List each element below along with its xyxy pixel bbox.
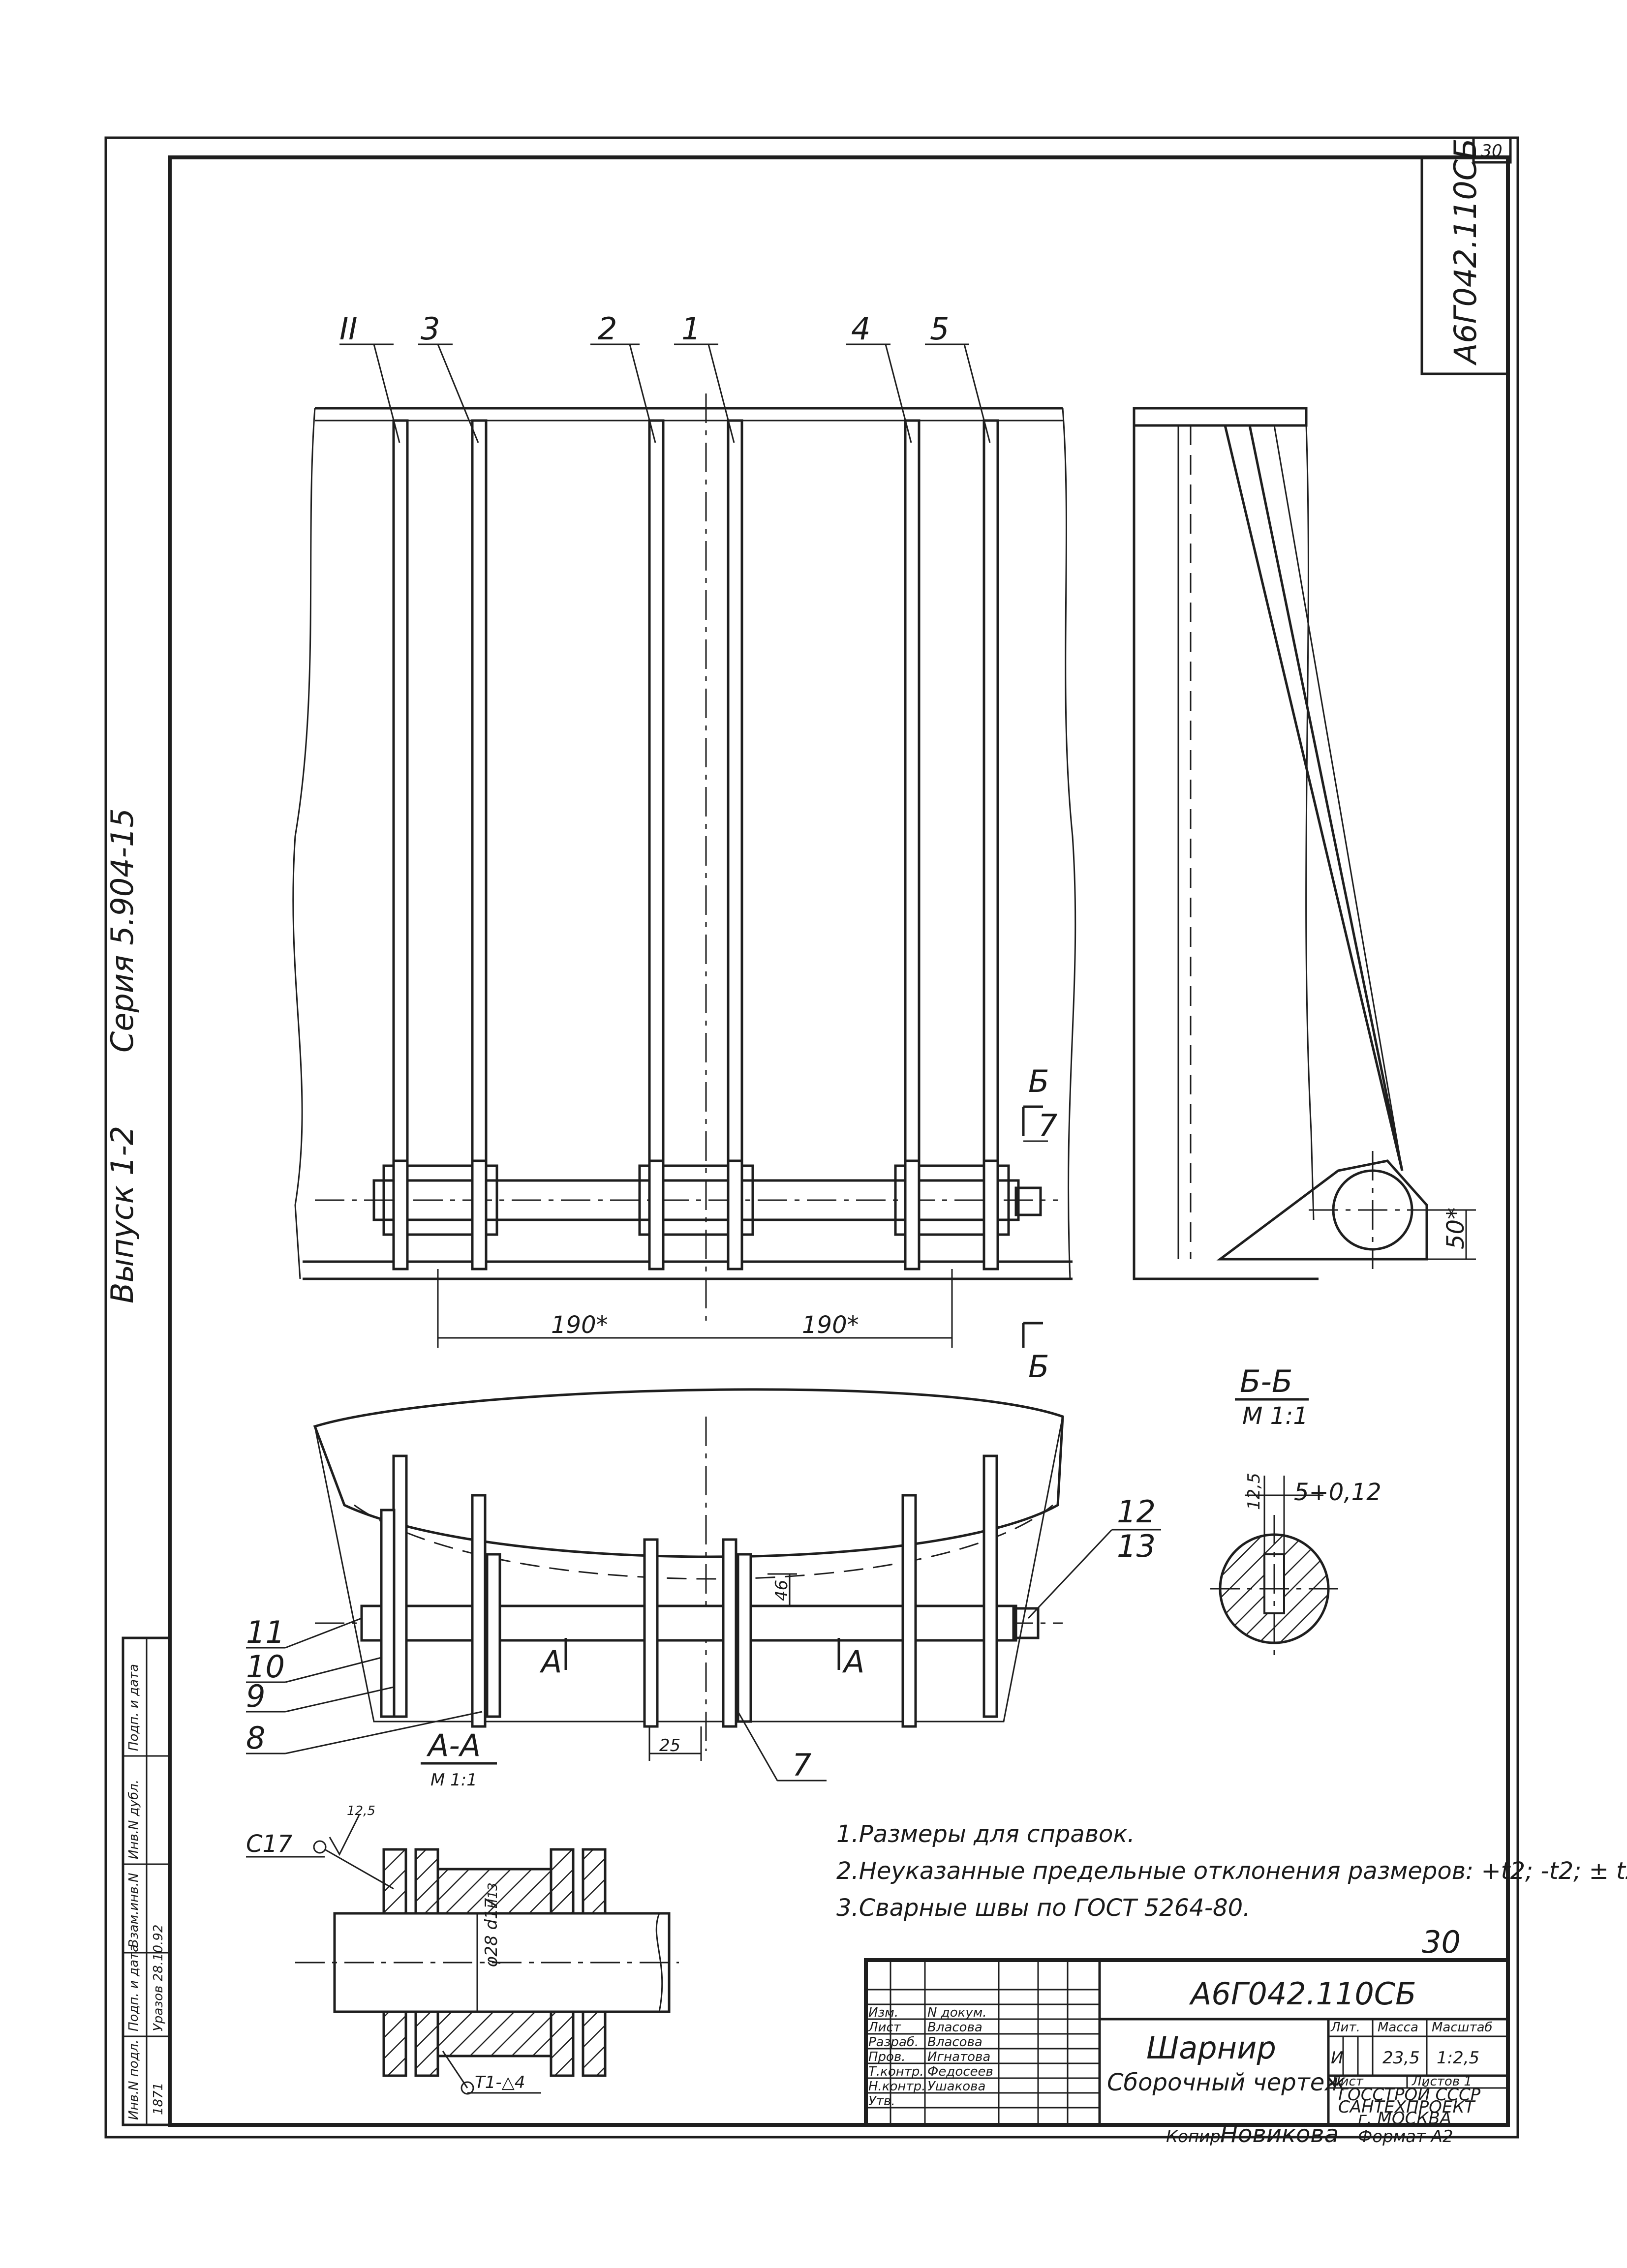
scale-value: 1:2,5 — [1437, 2048, 1479, 2068]
callout-11: 11 — [246, 1614, 285, 1650]
dim-h13: H13 — [486, 1882, 500, 1908]
role-2: Разраб. — [868, 2035, 919, 2050]
side-label-0: Инв.N подл. — [126, 2039, 141, 2120]
callout-8: 8 — [246, 1720, 265, 1756]
role-name-1: Власова — [927, 2020, 982, 2035]
roughness-12-5: 12,5 — [347, 1804, 375, 1818]
callout-II: II — [339, 311, 358, 347]
series-label: Серия 5.904-15 — [104, 808, 140, 1053]
scale-header: Масштаб — [1432, 2020, 1493, 2035]
sheets-label: Листов 1 — [1412, 2074, 1472, 2089]
copied-label: Копир. — [1166, 2127, 1226, 2147]
title-name: Шарнир — [1146, 2030, 1276, 2066]
title-subname: Сборочный чертеж — [1107, 2069, 1346, 2096]
copied-name: Новикова — [1220, 2120, 1339, 2148]
mass-value: 23,5 — [1382, 2048, 1420, 2068]
mid-callouts: 11 10 9 8 7 12 13 — [246, 1494, 1161, 1783]
side-label-2: Взам.инв.N — [126, 1873, 141, 1948]
section-aa-scale: М 1:1 — [430, 1770, 477, 1790]
dim-190-right: 190* — [802, 1311, 859, 1339]
side-stamp-table: Инв.N подл. Подп. и дата Взам.инв.N Инв.… — [122, 1636, 171, 2126]
role-5: Н.контр. — [868, 2079, 925, 2094]
section-aa-title: А-А — [426, 1727, 481, 1763]
org-line-3: г. МОСКВА — [1358, 2109, 1451, 2128]
role-1: Лист — [868, 2020, 901, 2035]
lit-header: Лит. — [1330, 2020, 1360, 2035]
role-3: Пров. — [868, 2050, 906, 2064]
callout-2: 2 — [598, 311, 617, 347]
dim-12-5: 12,5 — [1244, 1473, 1264, 1510]
issue-label: Выпуск 1-2 — [104, 1126, 140, 1303]
section-bb-title: Б-Б — [1240, 1363, 1292, 1399]
doc-code-box — [1420, 156, 1509, 375]
role-0: Изм. — [868, 2005, 898, 2020]
front-view — [292, 393, 1076, 1328]
cut-a-left: А — [539, 1644, 562, 1680]
side-label-3: Инв.N дубл. — [126, 1780, 141, 1859]
side-value-0: 1871 — [151, 2083, 166, 2115]
callout-1: 1 — [681, 311, 701, 347]
cut-b-top: Б — [1028, 1063, 1049, 1099]
note-3: 3.Сварные швы по ГОСТ 5264-80. — [836, 1894, 1250, 1922]
side-callout-7: 7 — [1038, 1108, 1057, 1144]
sheet-label: Лист — [1330, 2074, 1364, 2089]
role-name-3: Игнатова — [927, 2050, 990, 2064]
notes: 1.Размеры для справок. 2.Неуказанные пре… — [836, 1820, 1627, 1922]
page-number: 30 — [1422, 1924, 1461, 1960]
format-label: Формат А2 — [1358, 2127, 1453, 2147]
inner-frame — [168, 155, 1510, 2127]
callout-3: 3 — [421, 311, 440, 347]
top-callouts: II 3 2 1 4 5 — [339, 311, 991, 443]
side-view: 50* — [1133, 407, 1476, 1280]
dim-46: 46 — [772, 1580, 792, 1601]
note-2: 2.Неуказанные предельные отклонения разм… — [836, 1857, 1627, 1885]
callout-10: 10 — [246, 1649, 285, 1685]
side-label-1: Подп. и дата — [126, 1944, 141, 2031]
cut-marks-b: Б Б 7 — [1022, 1063, 1057, 1385]
cut-b-bottom: Б — [1028, 1349, 1049, 1385]
section-bb: Б-Б М 1:1 12,5 5+0,12 — [1210, 1363, 1381, 1663]
detail-joint: φ28 d17 H13 С17 12,5 Т1-△4 — [246, 1804, 679, 2095]
outer-border — [104, 136, 1519, 2139]
weld-t1: Т1-△4 — [475, 2073, 525, 2092]
org-line-1: ГОССТРОЙ СССР — [1338, 2085, 1481, 2105]
role-name-2: Власова — [927, 2035, 982, 2050]
mass-header: Масса — [1378, 2020, 1418, 2035]
org-line-2: САНТЕХПРОЕКТ — [1338, 2097, 1476, 2117]
dim-190-left: 190* — [551, 1311, 608, 1339]
callout-12: 12 — [1117, 1494, 1156, 1530]
plan-view: А А 46 25 — [313, 1388, 1064, 1761]
callout-9: 9 — [246, 1678, 265, 1714]
role-6: Утв. — [868, 2094, 895, 2109]
dim-phi28: φ28 d17 — [482, 1898, 501, 1967]
callout-13: 13 — [1117, 1528, 1156, 1564]
callout-7: 7 — [792, 1747, 811, 1783]
side-label-4: Подп. и дата — [126, 1664, 141, 1751]
role-4: Т.контр. — [868, 2064, 924, 2079]
role-name-4: Федосеев — [927, 2064, 993, 2079]
lit-value: И — [1331, 2048, 1343, 2068]
callout-5: 5 — [930, 311, 949, 347]
doc-code-vertical: А6Г042.110СБ — [1447, 138, 1483, 366]
dim-50: 50* — [1442, 1208, 1470, 1249]
title-doc-code: А6Г042.110СБ — [1189, 1976, 1416, 2012]
section-bb-scale: М 1:1 — [1242, 1402, 1308, 1430]
dim-190: 190* 190* — [437, 1269, 953, 1348]
dim-25: 25 — [659, 1736, 680, 1755]
role-name-0: N докум. — [927, 2005, 987, 2020]
role-name-5: Ушакова — [927, 2079, 985, 2094]
dim-5: 5+0,12 — [1294, 1479, 1381, 1506]
title-block: Изм. N докум. Лист Власова Разраб. Власо… — [864, 1958, 1510, 2128]
side-value-1: Уразов 28.10.92 — [151, 1925, 166, 2031]
cut-a-right: А — [842, 1644, 864, 1680]
weld-c17: С17 — [246, 1830, 293, 1858]
callout-4: 4 — [851, 311, 870, 347]
note-1: 1.Размеры для справок. — [836, 1820, 1135, 1848]
corner-tab — [1472, 136, 1512, 164]
